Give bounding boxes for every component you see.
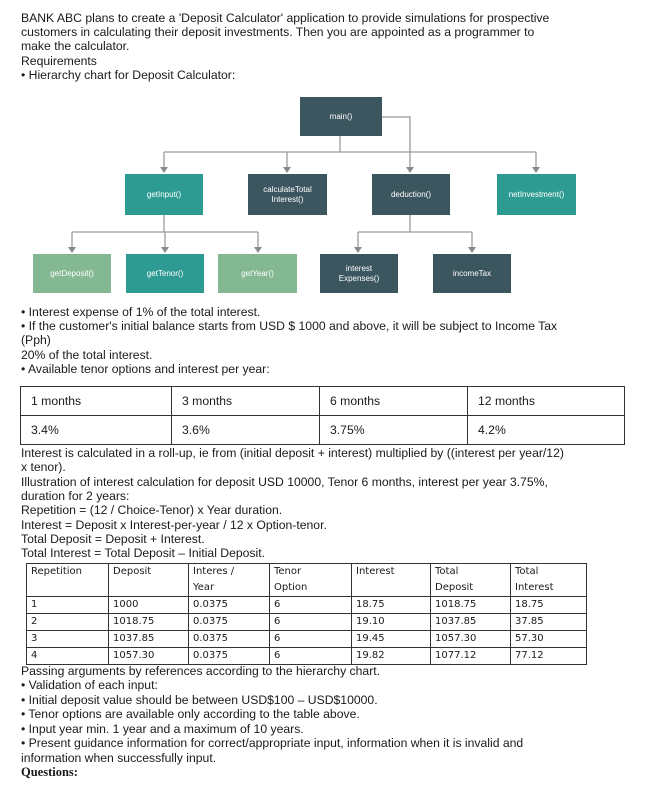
note-income-tax-rate: 20% of the total interest. [21, 348, 153, 362]
closing-passing-arguments: Passing arguments by references accordin… [21, 664, 381, 678]
tenor-cell: 3 months [171, 386, 320, 416]
main-box: main() [300, 97, 382, 136]
table-cell: 57.30 [510, 630, 587, 648]
table-row: 1 1000 0.0375 6 18.75 1018.75 18.75 [26, 596, 587, 614]
table-cell: 37.85 [510, 613, 587, 631]
note-interest-expense: • Interest expense of 1% of the total in… [21, 305, 261, 319]
table-cell: 1000 [108, 596, 189, 614]
table-row: 2 1018.75 0.0375 6 19.10 1037.85 37.85 [26, 613, 587, 631]
calculate-total-line-2: Interest() [271, 194, 304, 204]
table-cell: 1037.85 [430, 613, 511, 631]
closing-year-range: • Input year min. 1 year and a maximum o… [21, 722, 304, 736]
net-investment-box: netInvestment() [497, 174, 576, 215]
tenor-table: 1 months 3 months 6 months 12 months 3.4… [20, 386, 625, 445]
note-income-tax-pph: (Pph) [21, 333, 51, 347]
deduction-box: deduction() [372, 174, 450, 215]
table-cell: 0.0375 [188, 613, 270, 631]
tenor-cell: 6 months [319, 386, 468, 416]
table-cell: 6 [269, 613, 352, 631]
table-cell: 19.10 [351, 613, 431, 631]
calc-header-cell: Interes /Year [188, 563, 270, 597]
calc-header-cell: Deposit [108, 563, 189, 597]
table-cell: 2 [26, 613, 109, 631]
table-cell: 0.0375 [188, 647, 270, 665]
explain-illustration-cont: duration for 2 years: [21, 489, 130, 503]
formula-total-interest: Total Interest = Total Deposit – Initial… [21, 546, 265, 560]
calc-header-cell: Interest [351, 563, 431, 597]
formula-total-deposit: Total Deposit = Deposit + Interest. [21, 532, 205, 546]
closing-validation: • Validation of each input: [21, 678, 158, 692]
closing-deposit-range: • Initial deposit value should be betwee… [21, 693, 378, 707]
table-cell: 6 [269, 596, 352, 614]
hierarchy-connectors [68, 116, 540, 253]
calculate-total-interest-box: calculateTotal Interest() [248, 174, 327, 215]
closing-tenor-options: • Tenor options are available only accor… [21, 707, 360, 721]
closing-guidance: • Present guidance information for corre… [21, 736, 524, 750]
table-cell: 3 [26, 630, 109, 648]
gettenor-box: getTenor() [126, 254, 204, 293]
table-cell: 77.12 [510, 647, 587, 665]
getinput-box: getInput() [125, 174, 203, 215]
calc-header-cell: Repetition [26, 563, 109, 597]
table-cell: 1 [26, 596, 109, 614]
table-row: 4 1057.30 0.0375 6 19.82 1077.12 77.12 [26, 647, 587, 665]
note-tenor-options: • Available tenor options and interest p… [21, 362, 270, 376]
table-cell: 1018.75 [430, 596, 511, 614]
tenor-cell: 12 months [467, 386, 625, 416]
table-cell: 1018.75 [108, 613, 189, 631]
getyear-box: getYear() [218, 254, 297, 293]
interest-expenses-line-2: Expenses() [338, 273, 380, 283]
explain-rollup: Interest is calculated in a roll-up, ie … [21, 446, 564, 460]
closing-guidance-cont: information when successfully input. [21, 751, 217, 765]
table-cell: 0.0375 [188, 596, 270, 614]
table-row: 3 1037.85 0.0375 6 19.45 1057.30 57.30 [26, 630, 587, 648]
getdeposit-box: getDeposit() [33, 254, 111, 293]
rate-cell: 4.2% [467, 415, 625, 445]
intro-line-3: make the calculator. [21, 39, 130, 53]
intro-line-1: BANK ABC plans to create a 'Deposit Calc… [21, 11, 550, 25]
interest-expenses-box: interest Expenses() [320, 254, 398, 293]
table-cell: 0.0375 [188, 630, 270, 648]
table-cell: 18.75 [351, 596, 431, 614]
intro-line-2: customers in calculating their deposit i… [21, 25, 535, 39]
explain-illustration: Illustration of interest calculation for… [21, 475, 548, 489]
table-cell: 1057.30 [108, 647, 189, 665]
tenor-cell: 1 months [20, 386, 172, 416]
table-cell: 18.75 [510, 596, 587, 614]
interest-expenses-line-1: interest [345, 263, 373, 273]
explain-rollup-cont: x tenor). [21, 460, 66, 474]
requirements-heading: Requirements [21, 54, 97, 68]
table-cell: 6 [269, 647, 352, 665]
tenor-rate-row: 3.4% 3.6% 3.75% 4.2% [20, 415, 625, 445]
table-cell: 1057.30 [430, 630, 511, 648]
tenor-header-row: 1 months 3 months 6 months 12 months [20, 386, 625, 416]
rate-cell: 3.6% [171, 415, 320, 445]
rate-cell: 3.4% [20, 415, 172, 445]
formula-repetition: Repetition = (12 / Choice-Tenor) x Year … [21, 503, 283, 517]
hierarchy-label: • Hierarchy chart for Deposit Calculator… [21, 68, 236, 82]
table-cell: 19.82 [351, 647, 431, 665]
table-cell: 1077.12 [430, 647, 511, 665]
table-cell: 19.45 [351, 630, 431, 648]
formula-interest: Interest = Deposit x Interest-per-year /… [21, 518, 327, 532]
table-cell: 4 [26, 647, 109, 665]
rate-cell: 3.75% [319, 415, 468, 445]
calculate-total-line-1: calculateTotal [263, 184, 312, 194]
income-tax-box: incomeTax [433, 254, 511, 293]
table-cell: 1037.85 [108, 630, 189, 648]
table-cell: 6 [269, 630, 352, 648]
questions-heading: Questions: [21, 765, 78, 779]
note-income-tax: • If the customer's initial balance star… [21, 319, 558, 333]
